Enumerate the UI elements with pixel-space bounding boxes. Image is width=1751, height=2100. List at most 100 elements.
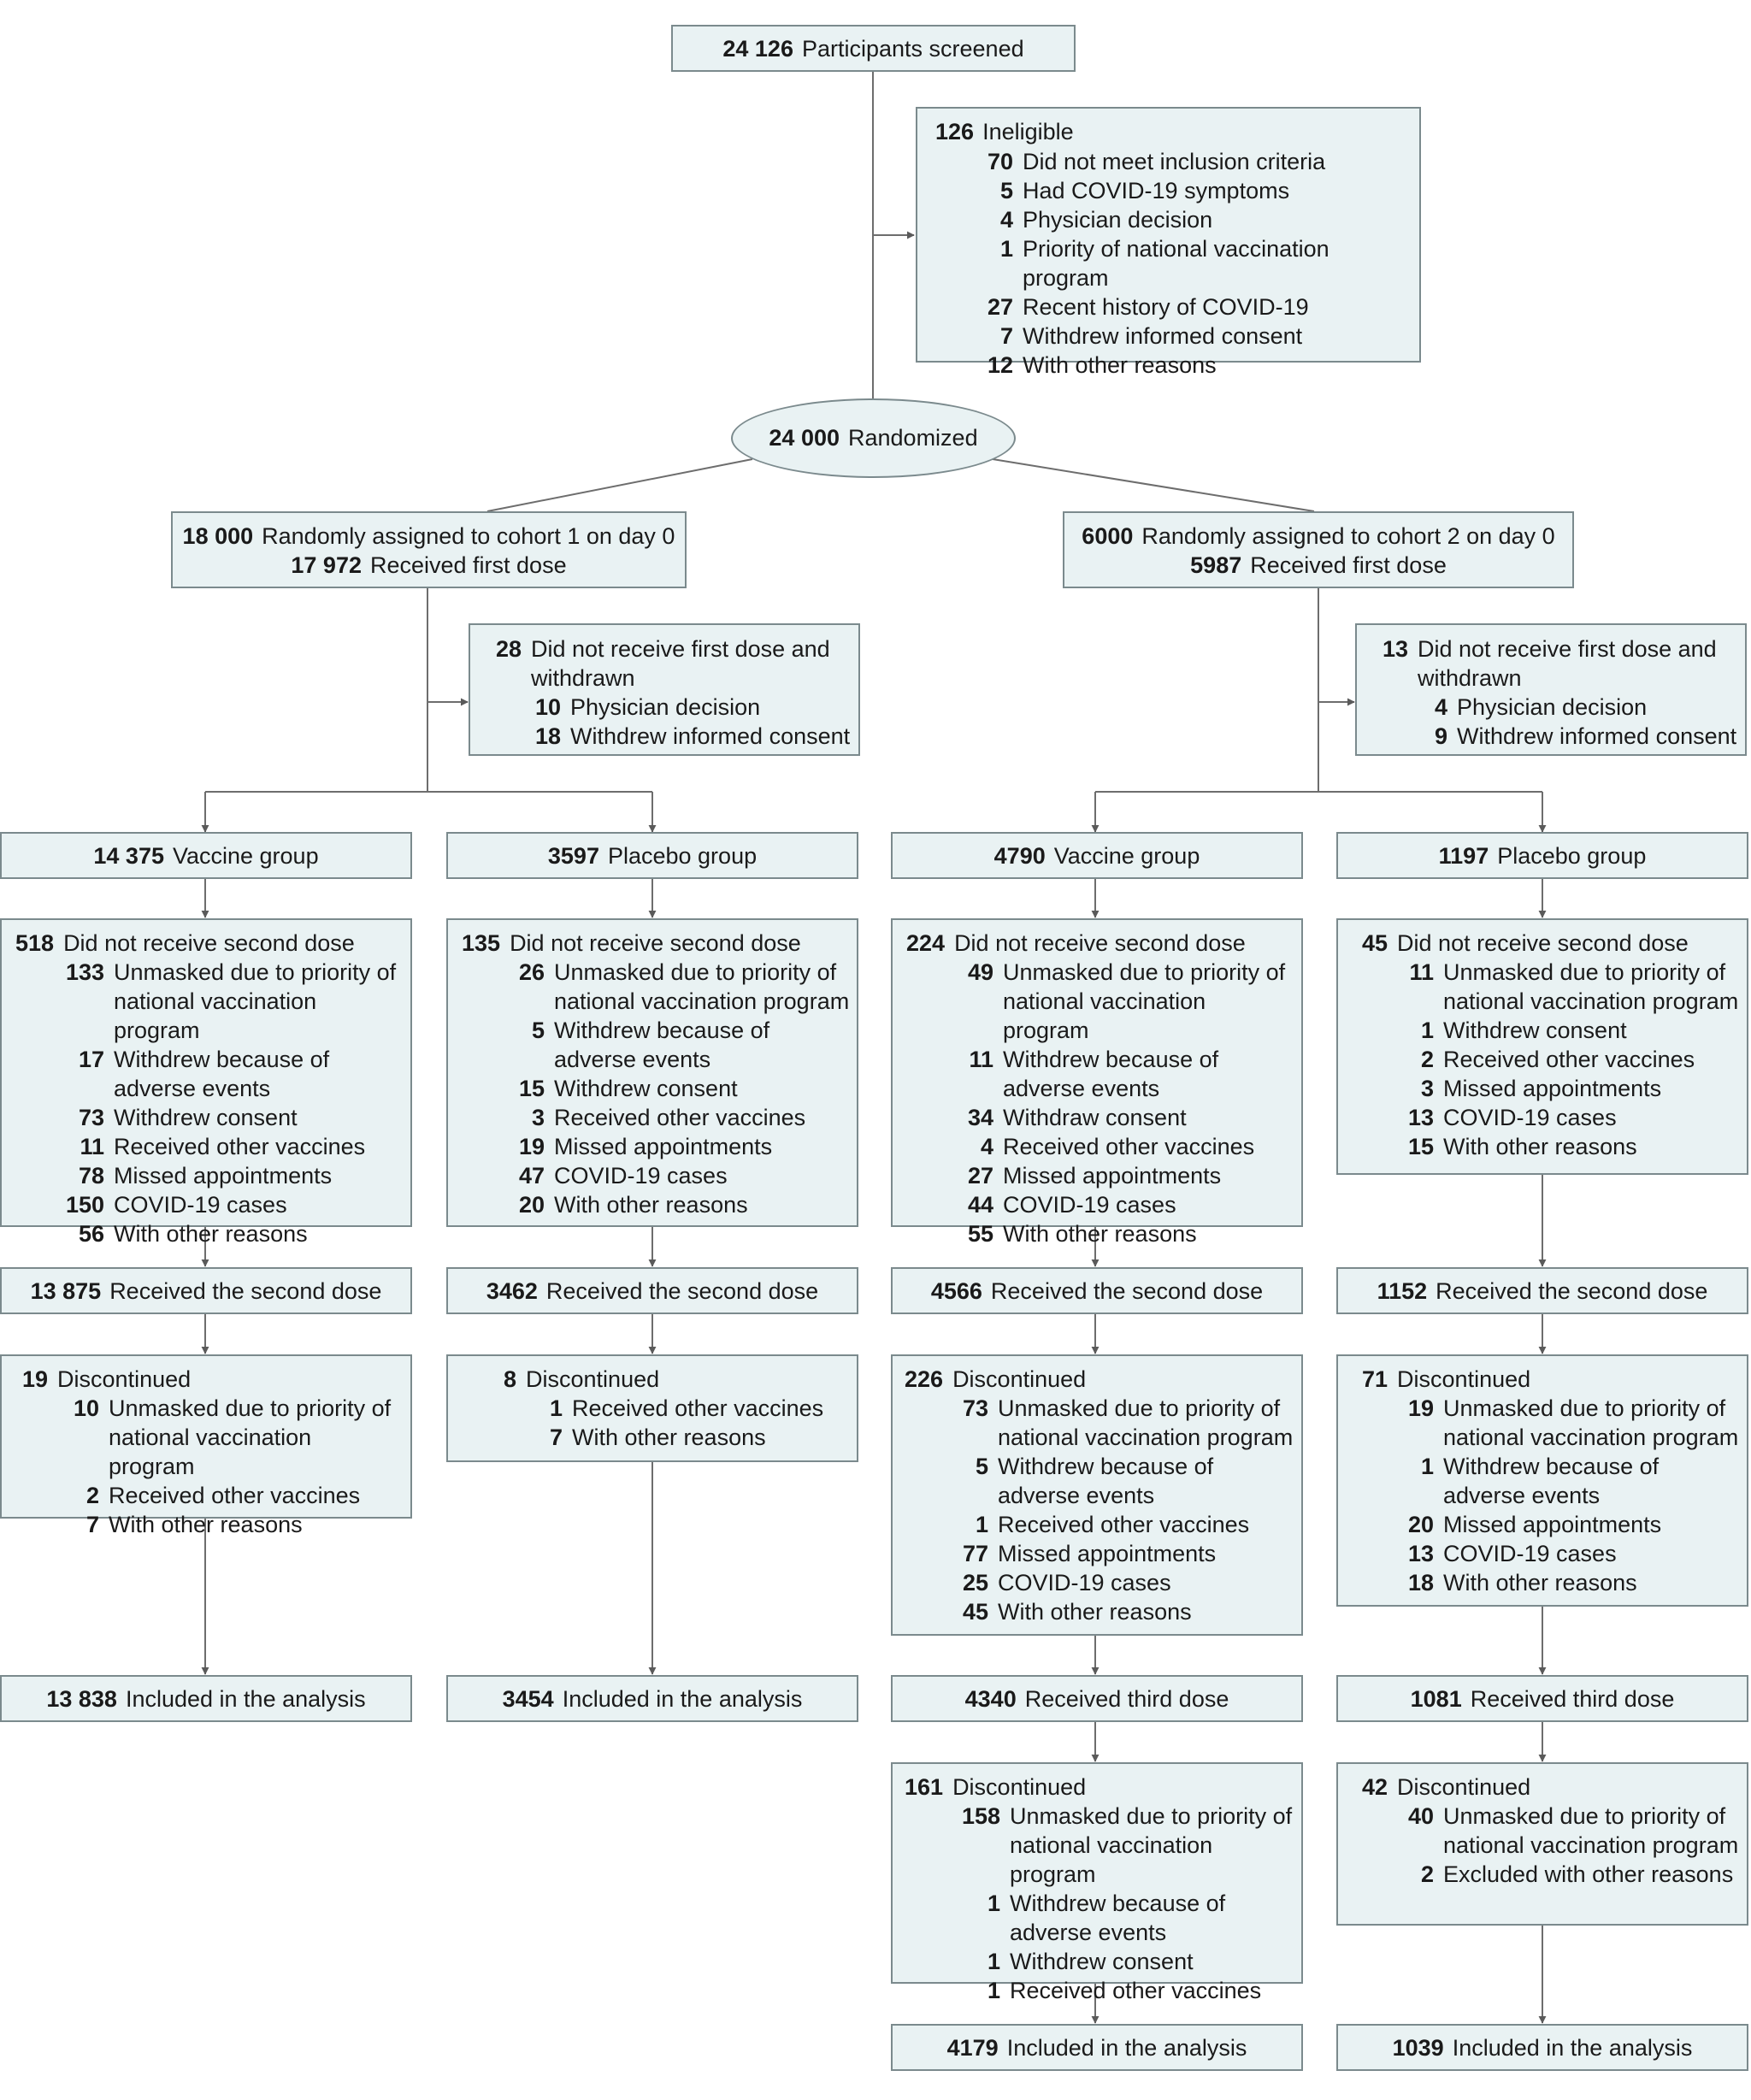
c1-placebo-no-second-count: 135 xyxy=(462,930,501,956)
c2-placebo-second-count: 1152 xyxy=(1377,1277,1428,1304)
reason-count: 5 xyxy=(531,1018,545,1043)
c1-placebo-group-count: 3597 xyxy=(547,842,599,869)
reason-count: 20 xyxy=(1407,1512,1434,1537)
cohort1-excluded-label: Did not receive first dose and withdrawn xyxy=(531,636,830,691)
c2-vaccine-group-count: 4790 xyxy=(993,842,1046,869)
c1-placebo-analysis-label: Included in the analysis xyxy=(562,1685,803,1712)
reason-label: Received other vaccines xyxy=(572,1395,824,1421)
reason-count: 45 xyxy=(962,1599,988,1625)
reason-label: Withdrew because of adverse events xyxy=(554,1018,770,1072)
reason-count: 11 xyxy=(80,1134,104,1159)
reason-label: Unmasked due to priority of national vac… xyxy=(1443,1803,1739,1858)
reason-label: Unmasked due to priority of national vac… xyxy=(998,1395,1294,1450)
reason-count: 73 xyxy=(78,1105,104,1130)
cohort2-assigned-count: 6000 xyxy=(1082,523,1134,549)
cohort1-assigned-count: 18 000 xyxy=(182,523,254,549)
randomized-to-cohort2-line xyxy=(992,458,1315,512)
reason-label: Missed appointments xyxy=(1003,1163,1222,1189)
reason-count: 55 xyxy=(967,1221,993,1247)
cohort2-excluded-label: Did not receive first dose and withdrawn xyxy=(1418,636,1717,691)
reason-count: 25 xyxy=(962,1570,988,1596)
c1-vaccine-second-label: Received the second dose xyxy=(109,1277,382,1304)
c2-vaccine-analysis-count: 4179 xyxy=(946,2034,999,2061)
reason-count: 49 xyxy=(967,959,993,985)
c1-vaccine-no-second-label: Did not receive second dose xyxy=(63,930,355,956)
reason-label: With other reasons xyxy=(109,1512,303,1537)
reason-count: 56 xyxy=(78,1221,104,1247)
reason-count: 11 xyxy=(969,1047,993,1072)
reason-count: 19 xyxy=(1407,1395,1434,1421)
reason-label: Missed appointments xyxy=(554,1134,773,1159)
cohort1-first-dose-count: 17 972 xyxy=(291,552,362,578)
reason-label: Did not meet inclusion criteria xyxy=(1023,149,1326,174)
reason-label: With other reasons xyxy=(1023,352,1217,378)
reason-count: 34 xyxy=(967,1105,993,1130)
reason-row: 25 COVID-19 cases xyxy=(898,1568,1294,1597)
reason-count: 1 xyxy=(549,1395,563,1421)
c2-vaccine-discontinued-label: Discontinued xyxy=(952,1366,1087,1392)
c2-placebo-third-count: 1081 xyxy=(1410,1685,1462,1712)
reason-label: Had COVID-19 symptoms xyxy=(1023,178,1290,204)
reason-label: Withdrew consent xyxy=(554,1076,738,1101)
reason-row: 9 Withdrew informed consent xyxy=(1408,722,1738,751)
c2-placebo-no-second-count: 45 xyxy=(1362,930,1388,956)
c1-placebo-group-label: Placebo group xyxy=(607,842,758,869)
reason-count: 26 xyxy=(518,959,545,985)
reason-count: 18 xyxy=(1407,1570,1434,1596)
c2-placebo-analysis-count: 1039 xyxy=(1392,2034,1444,2061)
reason-count: 4 xyxy=(999,207,1013,233)
c1-placebo-discontinued-count: 8 xyxy=(504,1366,517,1392)
screened-label: Participants screened xyxy=(801,35,1024,62)
reason-count: 7 xyxy=(999,323,1013,349)
reason-label: COVID-19 cases xyxy=(1443,1541,1617,1566)
ineligible-count: 126 xyxy=(935,119,975,145)
ineligible-label: Ineligible xyxy=(982,119,1074,145)
c2-vaccine-group-label: Vaccine group xyxy=(1053,842,1200,869)
c2-vaccine-no-second-label: Did not receive second dose xyxy=(954,930,1246,956)
reason-label: Withdrew informed consent xyxy=(1457,723,1737,749)
reason-label: Unmasked due to priority of national vac… xyxy=(109,1395,392,1479)
reason-count: 1 xyxy=(987,1949,1000,1974)
cohort1-assigned-label: Randomly assigned to cohort 1 on day 0 xyxy=(262,523,675,549)
reason-row: 1 Received other vaccines xyxy=(453,1394,850,1423)
reason-count: 20 xyxy=(518,1192,545,1218)
reason-count: 158 xyxy=(961,1803,1000,1829)
reason-count: 9 xyxy=(1434,723,1447,749)
reason-label: Missed appointments xyxy=(1443,1512,1662,1537)
c2-vaccine-no-second-count: 224 xyxy=(906,930,946,956)
c1-vaccine-analysis-label: Included in the analysis xyxy=(125,1685,366,1712)
reason-count: 17 xyxy=(78,1047,104,1072)
reason-label: COVID-19 cases xyxy=(998,1570,1171,1596)
reason-label: Unmasked due to priority of national vac… xyxy=(1443,1395,1739,1450)
c1-vaccine-group-count: 14 375 xyxy=(93,842,164,869)
